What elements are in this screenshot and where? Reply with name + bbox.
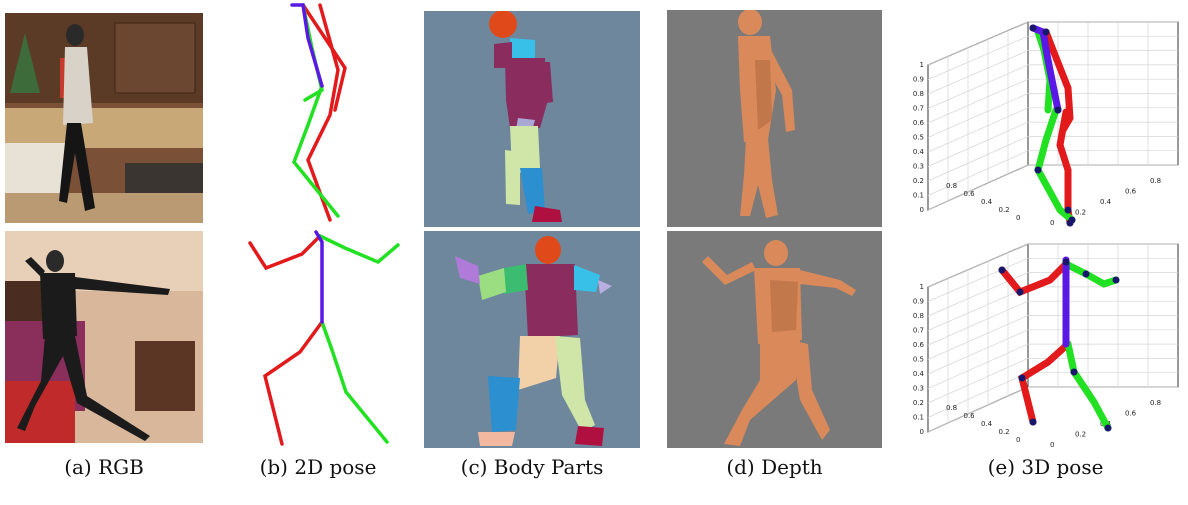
z-tick-label: 0.7 — [913, 105, 924, 113]
z-tick-label: 0.5 — [913, 134, 924, 142]
z-tick-label: 0.4 — [913, 148, 925, 156]
z-tick-label: 0.2 — [913, 399, 924, 407]
pose2d-bottom-left-arm — [250, 236, 320, 268]
z-tick-label: 0.9 — [913, 76, 924, 84]
caption-rgb: (a) RGB — [5, 455, 203, 479]
caption-2d-pose: (b) 2D pose — [228, 455, 408, 479]
y-tick-label: 0.4 — [1100, 198, 1112, 206]
y-tick-label: 0.6 — [1125, 410, 1137, 418]
z-tick-label: 0 — [920, 206, 924, 214]
x-tick-label: 0.2 — [999, 206, 1010, 214]
z-tick-label: 0.3 — [913, 385, 924, 393]
x-tick-label: 0.6 — [964, 412, 976, 420]
z-tick-label: 0.6 — [913, 119, 925, 127]
z-tick-label: 0 — [920, 428, 924, 436]
x-tick-label: 0.4 — [981, 198, 993, 206]
z-tick-label: 0.8 — [913, 312, 924, 320]
y-tick-label: 0.2 — [1075, 209, 1086, 217]
caption-3d-pose: (e) 3D pose — [903, 455, 1188, 479]
y-tick-label: 0.8 — [1150, 177, 1161, 185]
z-tick-label: 0.4 — [913, 370, 925, 378]
pose2d-bottom-left-leg — [265, 322, 322, 444]
pose2d-top — [228, 0, 408, 228]
pose3d-top: 1 0.9 0.8 0.7 0.6 0.5 0.4 0.3 0.2 0.1 0 0.8 0.6 0.4 0.… — [898, 10, 1188, 232]
body-parts-top — [424, 11, 640, 227]
pose2d-bottom-right-leg — [322, 322, 387, 442]
z-tick-label: 0.1 — [913, 414, 924, 422]
y-tick-label: 0 — [1050, 441, 1054, 449]
caption-body-parts: (c) Body Parts — [424, 455, 640, 479]
pose2d-bottom — [228, 228, 408, 450]
caption-depth: (d) Depth — [667, 455, 882, 479]
z-tick-label: 0.3 — [913, 163, 924, 171]
z-tick-label: 1 — [920, 61, 924, 69]
z-tick-label: 0.5 — [913, 356, 924, 364]
x-tick-label: 0 — [1016, 214, 1020, 222]
z-tick-label: 0.1 — [913, 192, 924, 200]
pose3d-bottom: 1 0.9 0.8 0.7 0.6 0.5 0.4 0.3 0.2 0.1 0 0.8 0.6 0.4 0.… — [898, 232, 1188, 450]
z-tick-label: 0.2 — [913, 177, 924, 185]
z-tick-label: 0.9 — [913, 298, 924, 306]
z-tick-label: 1 — [920, 283, 924, 291]
y-tick-label: 0 — [1050, 219, 1054, 227]
body-parts-bottom — [424, 231, 640, 448]
z-tick-label: 0.6 — [913, 341, 925, 349]
x-tick-label: 0.2 — [999, 428, 1010, 436]
x-tick-label: 0.8 — [946, 182, 957, 190]
x-tick-label: 0.8 — [946, 404, 957, 412]
y-tick-label: 0.2 — [1075, 431, 1086, 439]
z-tick-label: 0.7 — [913, 327, 924, 335]
pose2d-bottom-spine — [316, 232, 322, 322]
x-tick-label: 0.4 — [981, 420, 993, 428]
depth-top — [667, 10, 882, 227]
x-tick-label: 0.6 — [964, 190, 976, 198]
z-tick-label: 0.8 — [913, 90, 924, 98]
rgb-image-top — [5, 13, 203, 223]
y-tick-label: 0.6 — [1125, 188, 1137, 196]
rgb-image-bottom — [5, 231, 203, 443]
x-tick-label: 0 — [1016, 436, 1020, 444]
y-tick-label: 0.8 — [1150, 399, 1161, 407]
depth-bottom — [667, 231, 882, 448]
pose2d-bottom-right-arm — [320, 236, 398, 262]
